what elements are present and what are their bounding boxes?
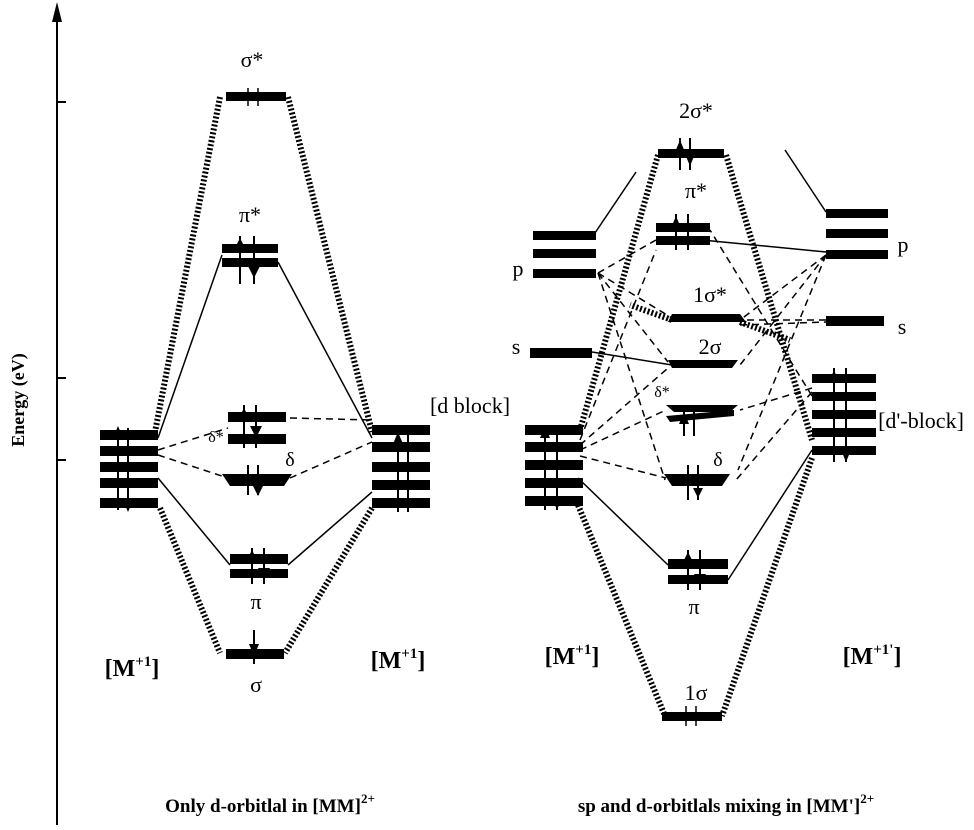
energy-axis: Energy (eV) — [8, 2, 66, 825]
label-pi-star: π* — [239, 202, 261, 227]
label-delta-star: δ* — [208, 429, 224, 446]
left-dashed-lines — [157, 417, 373, 479]
right-dashed-lines — [579, 229, 827, 481]
mo-1sigma — [662, 706, 722, 726]
right-caption: sp and d-orbitlals mixing in [MM']2+ — [578, 791, 874, 817]
right-right-p-levels — [826, 209, 888, 259]
label-right-pi-star: π* — [685, 178, 707, 203]
mo-1sigma-star — [668, 314, 746, 322]
label-1sigma: 1σ — [685, 680, 708, 705]
mo-sigma-star — [226, 88, 286, 106]
right-atom-levels — [372, 425, 430, 512]
label-p-left: p — [513, 256, 524, 281]
left-dotted-lines — [152, 96, 375, 655]
mo-delta — [222, 465, 292, 496]
label-d-block: [d block] — [430, 393, 510, 418]
left-solid-lines — [157, 254, 373, 566]
mo-right-pi-star — [656, 214, 710, 250]
label-s-right: s — [898, 314, 907, 339]
mo-pi — [230, 548, 288, 584]
right-solid-lines — [577, 149, 827, 581]
left-caption: Only d-orbitlal in [MM]2+ — [165, 791, 375, 817]
label-right-left-atom: [M+1] — [545, 642, 600, 670]
label-right-atom: [M+1] — [371, 646, 426, 674]
label-right-delta-star: δ* — [654, 384, 670, 401]
left-panel: σ* π* δ* δ π σ [d block] [M+1] [M+1] Onl… — [100, 47, 510, 817]
mo-delta-star — [228, 405, 286, 448]
right-left-d-levels — [525, 425, 583, 510]
right-right-d-levels — [812, 368, 876, 462]
label-delta: δ — [285, 449, 294, 471]
mo-sigma — [226, 630, 284, 664]
axis-title: Energy (eV) — [8, 353, 29, 446]
mo-2sigma-star — [658, 138, 724, 170]
label-1sigma-star: 1σ* — [693, 282, 727, 307]
mo-2sigma — [668, 360, 738, 368]
label-s-left: s — [512, 334, 521, 359]
label-d-prime-block: [d'-block] — [878, 408, 964, 433]
label-sigma-star: σ* — [241, 47, 264, 72]
label-left-atom: [M+1] — [105, 654, 160, 682]
label-p-right: p — [898, 232, 909, 257]
left-atom-levels — [100, 426, 158, 512]
label-right-pi: π — [688, 594, 699, 619]
label-sigma: σ — [250, 672, 262, 697]
label-pi: π — [250, 589, 261, 614]
label-right-right-atom: [M+1'] — [843, 642, 902, 670]
mo-right-pi — [668, 550, 728, 590]
right-left-s-level — [530, 348, 592, 358]
label-right-delta: δ — [713, 449, 722, 471]
mo-right-delta — [664, 465, 730, 500]
mo-pi-star — [222, 236, 278, 284]
label-2sigma: 2σ — [699, 334, 722, 359]
right-panel: 2σ* π* 1σ* 2σ δ* δ π 1σ p s p s [d'-bloc… — [512, 98, 964, 817]
right-left-p-levels — [533, 231, 596, 278]
mo-right-delta-star — [666, 405, 738, 436]
label-2sigma-star: 2σ* — [679, 98, 713, 123]
right-right-s-level — [826, 316, 884, 326]
